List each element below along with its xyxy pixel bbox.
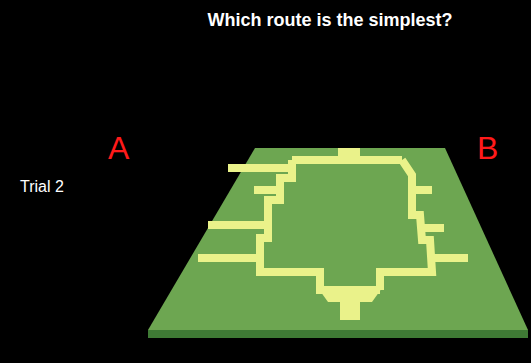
board-top xyxy=(148,148,528,330)
route-label: B xyxy=(477,130,498,167)
maze-exit xyxy=(318,288,382,302)
title: Which route is the simplest? xyxy=(160,10,500,31)
trial-label: Trial 2 xyxy=(20,178,64,196)
board-edge xyxy=(148,330,528,338)
route-label: A xyxy=(108,130,129,167)
maze-path xyxy=(198,152,468,290)
